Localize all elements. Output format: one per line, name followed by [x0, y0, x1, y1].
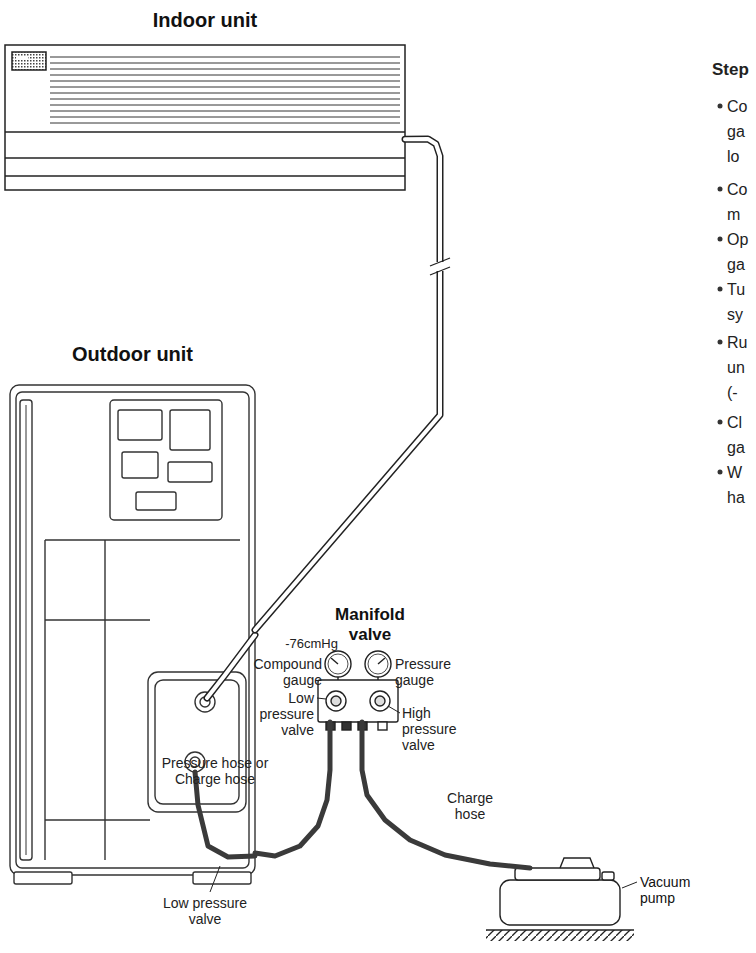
part-label: Pressure hose or Charge hose	[160, 755, 270, 787]
indoor-unit: Indoor unit	[5, 45, 405, 190]
connector-stroke	[255, 139, 440, 630]
outdoor-unit-drawing	[10, 385, 255, 884]
step-text: W ha	[727, 460, 728, 510]
connector-stroke	[362, 722, 530, 868]
part-label: Low pressure valve	[150, 895, 260, 927]
pipe-break-mark	[430, 258, 450, 275]
step-text: Tu sy	[727, 277, 728, 327]
step-text: Ru un (-	[727, 330, 728, 405]
connector-stroke	[255, 139, 440, 630]
leader-lines	[210, 698, 637, 892]
step-text: Co ga lo	[727, 94, 728, 169]
bullet-dots	[718, 104, 723, 475]
ground-symbol	[486, 930, 634, 941]
part-label: Charge hose	[440, 790, 500, 822]
manifold-drawing	[318, 651, 398, 730]
node-heading: Outdoor unit	[10, 343, 255, 366]
manifold-valve: Manifold valve	[318, 680, 398, 722]
part-label: Compound gauge	[248, 656, 322, 688]
node-heading: Manifold valve	[325, 605, 415, 644]
part-label: Pressure gauge	[395, 656, 461, 688]
hose	[362, 722, 530, 868]
connector-stroke	[255, 722, 330, 856]
part-label: High pressure valve	[402, 705, 466, 753]
part-label: Low pressure valve	[248, 690, 314, 738]
step-text: Cl ga	[727, 410, 728, 460]
outdoor-unit: Outdoor unit	[10, 385, 255, 875]
step-heading: Step	[712, 60, 756, 80]
step-text: Co m	[727, 177, 728, 227]
node-heading: Vacuum pump	[640, 874, 710, 906]
refrigerant-pipe	[255, 139, 440, 630]
step-text: Op ga	[727, 227, 728, 277]
vacuum-pump: Vacuum pump	[500, 868, 620, 925]
hose	[255, 722, 330, 856]
part-label: -76cmHg	[276, 636, 338, 652]
node-heading: Indoor unit	[5, 9, 405, 32]
indoor-unit-drawing	[5, 45, 405, 190]
